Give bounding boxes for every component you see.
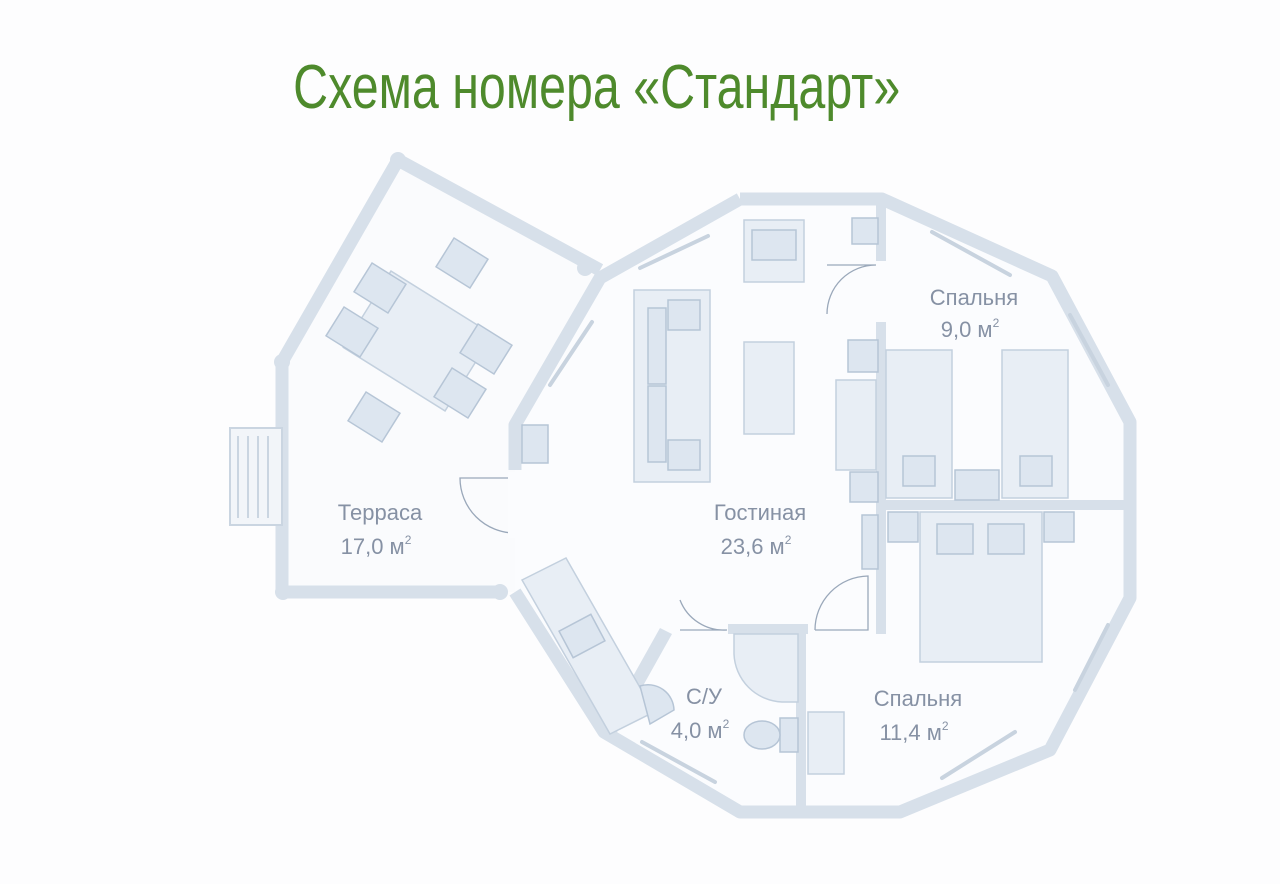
page-title: Схема номера «Стандарт» xyxy=(293,53,901,122)
bedroom2-furniture xyxy=(807,511,1075,775)
terrace-name: Терраса xyxy=(338,500,423,525)
bedroom1-furniture xyxy=(885,349,1069,501)
bathroom-fixtures xyxy=(639,633,799,753)
terrace-table-set xyxy=(324,236,514,444)
terrace-steps xyxy=(229,427,283,526)
bathroom-name: С/У xyxy=(686,684,723,709)
bathroom-door xyxy=(679,599,728,631)
bedroom1-name: Спальня xyxy=(930,285,1018,310)
living-area-label: 23,6 м2 xyxy=(721,533,792,559)
windows xyxy=(548,230,1110,784)
room-labels: Терраса 17,0 м2 Гостиная 23,6 м2 Спальня… xyxy=(338,285,1018,745)
bathroom-area-label: 4,0 м2 xyxy=(671,717,730,743)
bedroom2-door xyxy=(814,575,869,631)
living-name: Гостиная xyxy=(714,500,806,525)
bedroom2-area-label: 11,4 м2 xyxy=(879,719,948,745)
terrace-area xyxy=(229,152,604,600)
terrace-door xyxy=(459,477,516,534)
bedroom1-door xyxy=(826,264,877,315)
bedroom2-name: Спальня xyxy=(874,686,962,711)
terrace-area-label: 17,0 м2 xyxy=(341,533,412,559)
bedroom1-area-label: 9,0 м2 xyxy=(941,316,1000,342)
living-room-furniture xyxy=(520,217,879,735)
